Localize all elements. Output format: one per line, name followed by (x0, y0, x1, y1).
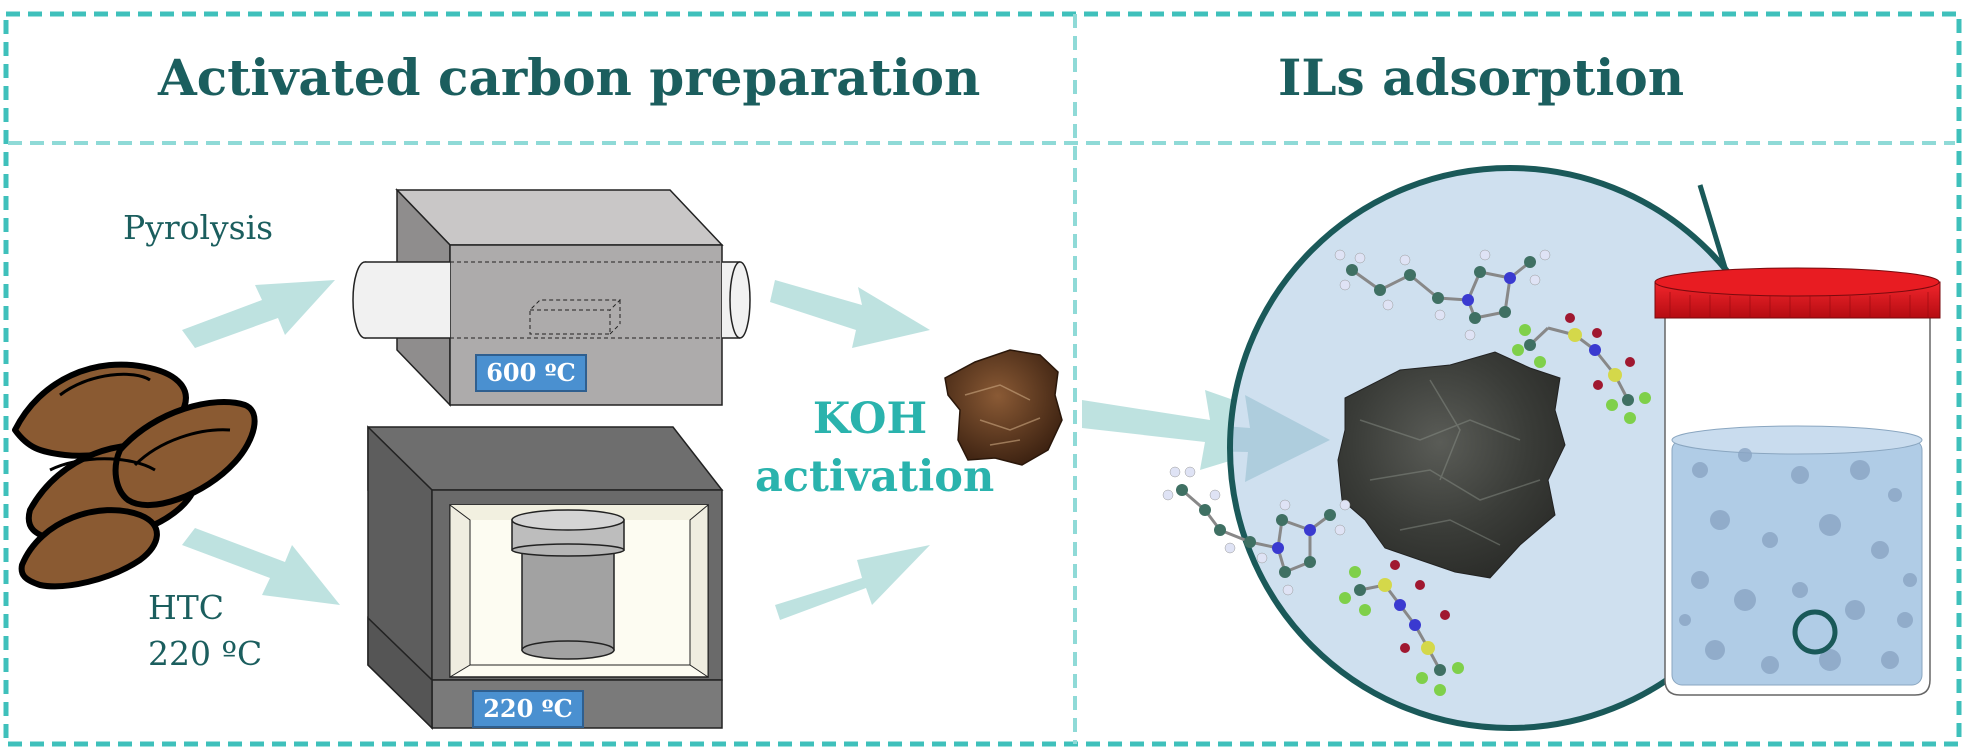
panel-frames (3, 11, 1962, 747)
arrow-into-circle (1230, 395, 1330, 482)
koh-activation-label: KOH activation (755, 390, 995, 506)
arrow-to-oven (182, 528, 340, 605)
panel-title-left: Activated carbon preparation (158, 48, 981, 107)
panel-title-right: ILs adsorption (1278, 48, 1685, 107)
ionic-liquid-molecule-icon (1162, 249, 1651, 696)
koh-label-line2: activation (755, 452, 995, 502)
arrow-furnace-to-carbon (770, 280, 930, 348)
htc-oven-icon (367, 425, 724, 730)
furnace-temperature-badge: 600 ºC (475, 354, 587, 392)
process-arrows (182, 280, 1325, 620)
htc-temperature-label: 220 ºC (148, 634, 263, 673)
zoom-spot (1792, 609, 1838, 655)
activated-carbon-icon (944, 349, 1063, 466)
arrow-to-furnace (182, 280, 335, 348)
koh-label-line1: KOH (812, 394, 928, 444)
htc-label: HTC (148, 588, 225, 627)
seed-pods-icon (12, 361, 258, 590)
arrow-oven-to-carbon (775, 545, 930, 620)
carbon-particles-in-jar (1679, 448, 1917, 674)
oven-temperature-badge: 220 ºC (472, 690, 584, 728)
sample-jar-icon (1654, 267, 1941, 696)
pyrolysis-label: Pyrolysis (123, 208, 274, 247)
